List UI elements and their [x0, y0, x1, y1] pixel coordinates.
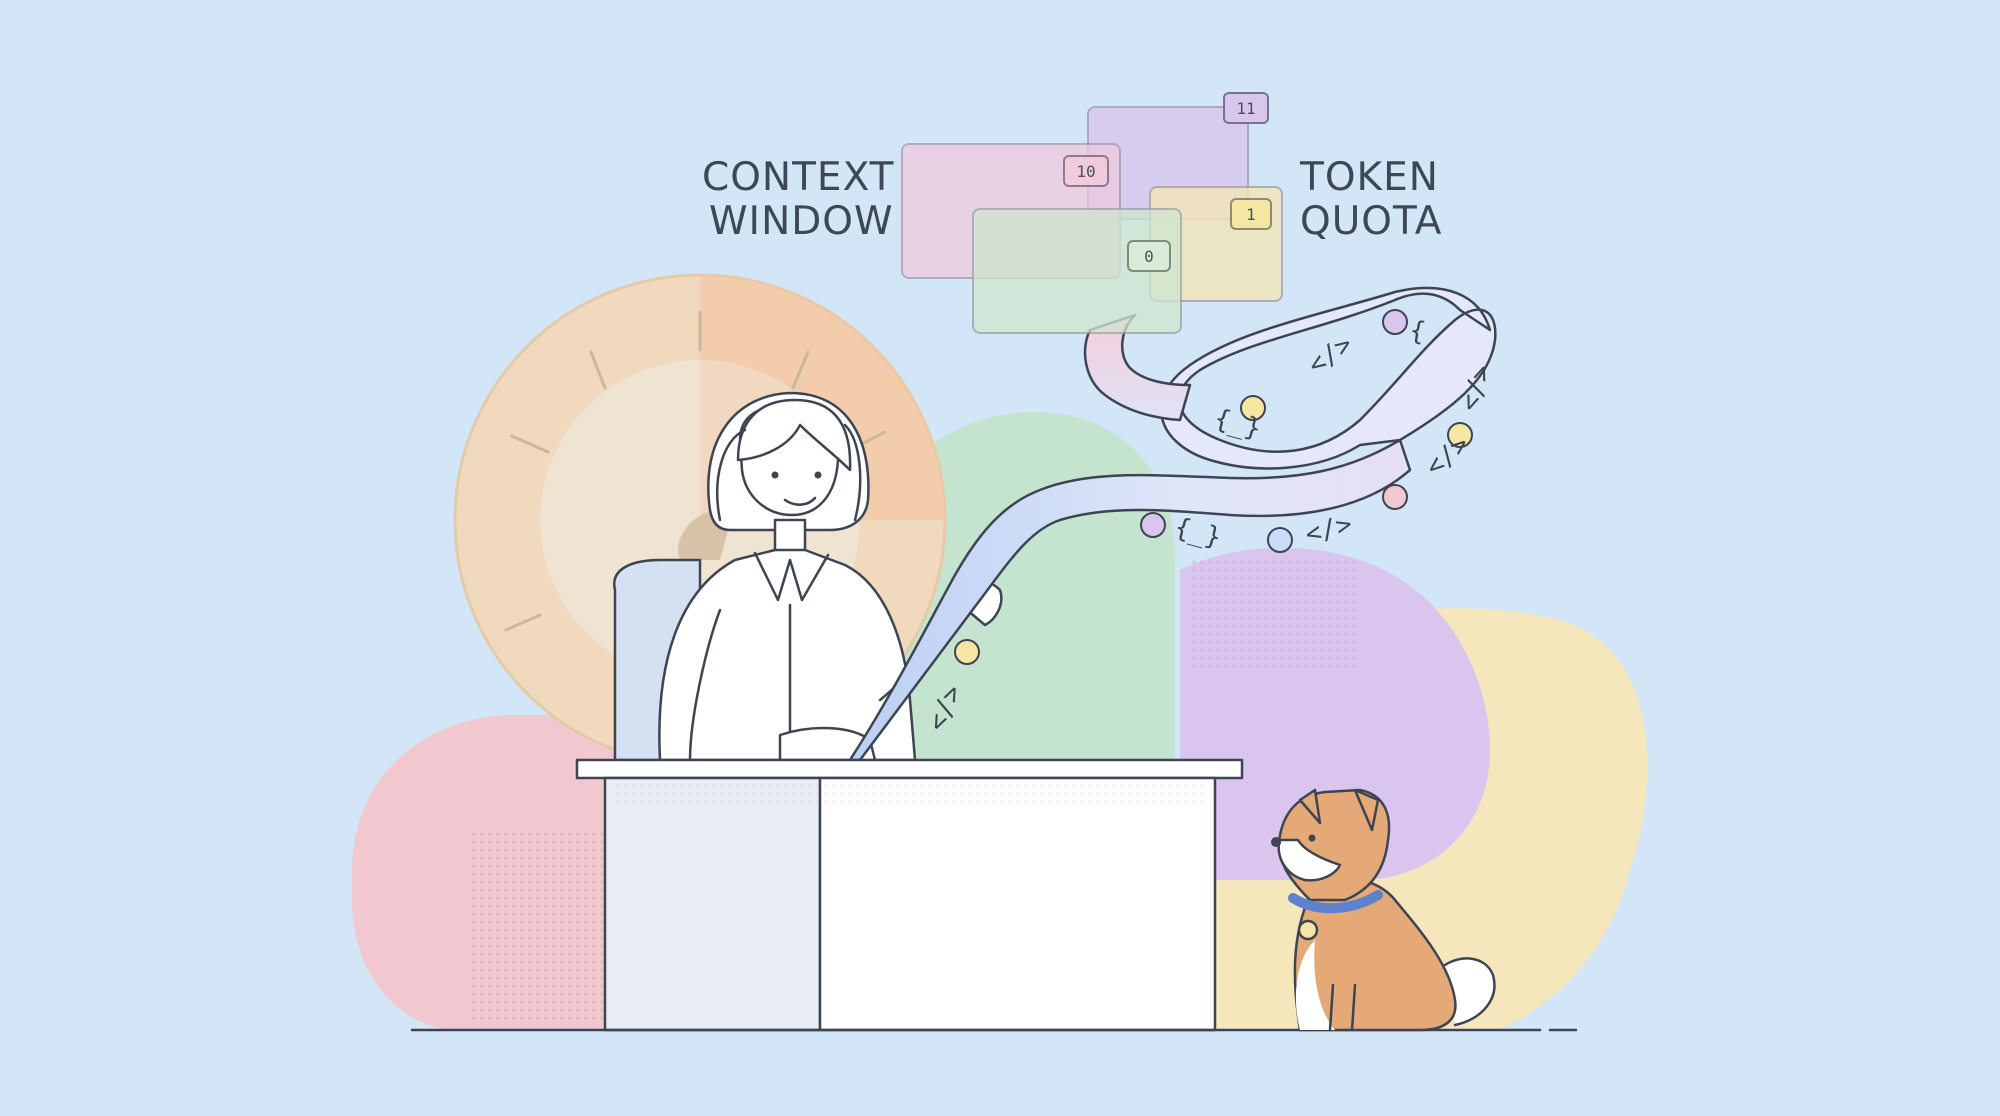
ribbon-tail — [1083, 313, 1192, 422]
pink-blob-dots — [470, 830, 610, 1020]
background-blobs — [352, 412, 1648, 1030]
token-quota-line2: QUOTA — [1300, 199, 1442, 244]
token-quota-label: TOKEN QUOTA — [1299, 155, 1442, 244]
woman-character — [658, 391, 1003, 762]
token-cards: 11 10 1 0 — [901, 92, 1283, 334]
card-0: 0 — [972, 208, 1182, 334]
card-11-number: 11 — [1236, 99, 1255, 118]
card-10-number: 10 — [1076, 162, 1095, 181]
purple-blob-dots — [1190, 560, 1360, 670]
context-window-label: CONTEXT WINDOW — [702, 155, 894, 244]
card-0-number: 0 — [1144, 247, 1154, 266]
shiba-dog — [1271, 788, 1496, 1032]
token-quota-line1: TOKEN — [1299, 155, 1439, 200]
ribbon-glyph-3: </> — [1302, 509, 1355, 550]
ribbon-glyph-6: </> — [1303, 329, 1359, 381]
context-window-line2: WINDOW — [709, 199, 894, 244]
card-1: 1 — [1149, 186, 1283, 302]
code-ribbon: </> {_} </> </> {_} </> { </> — [848, 286, 1499, 762]
ribbon-dots — [954, 309, 1473, 665]
card-1-number: 1 — [1246, 205, 1256, 224]
ribbon-glyph-7: { — [1407, 315, 1428, 347]
context-window-line1: CONTEXT — [702, 155, 894, 200]
ribbon-glyph-2: {_} — [1171, 512, 1224, 553]
desk — [575, 758, 1244, 1032]
